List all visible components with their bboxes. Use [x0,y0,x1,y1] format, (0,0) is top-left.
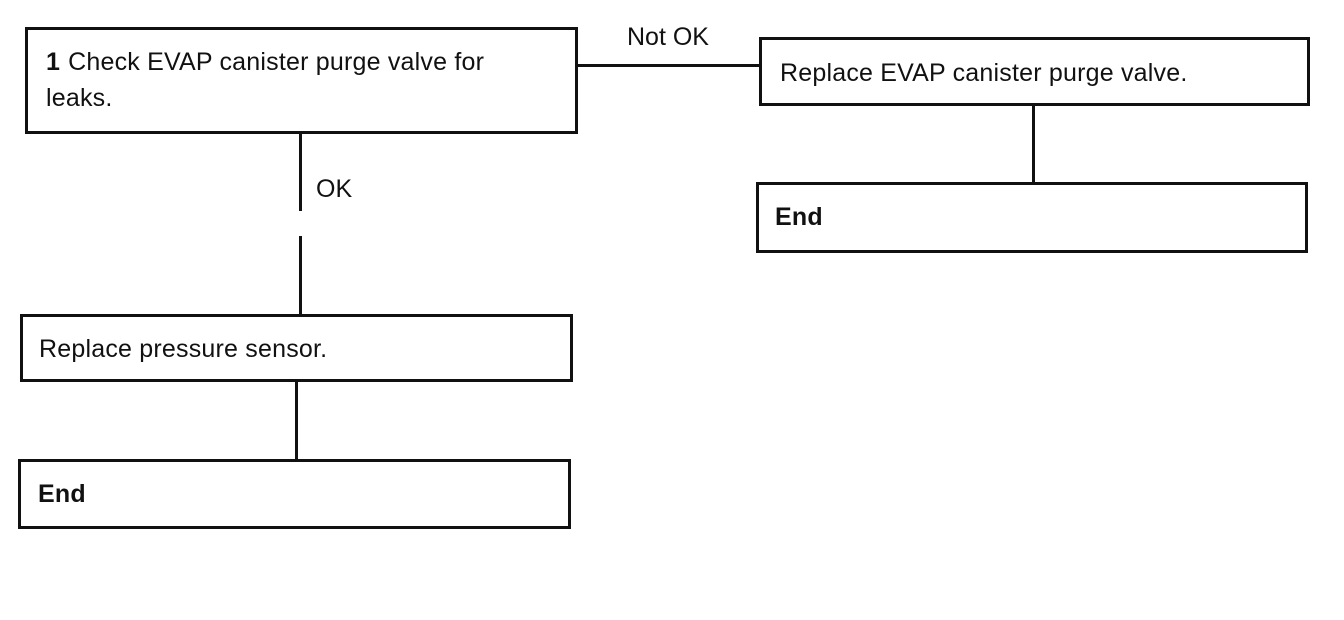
ok-end-text: End [38,480,86,508]
not-ok-end-connector [1032,105,1035,185]
ok-action-box: Replace pressure sensor. [20,314,573,382]
ok-end-box: End [18,459,571,529]
ok-connector-upper [299,133,302,211]
not-ok-action-text: Replace EVAP canister purge valve. [780,59,1188,87]
ok-action-text: Replace pressure sensor. [39,335,328,363]
not-ok-label: Not OK [627,23,709,51]
not-ok-end-box: End [756,182,1308,253]
not-ok-end-text: End [775,203,823,231]
step1-number: 1 [46,48,61,76]
not-ok-action-box: Replace EVAP canister purge valve. [759,37,1310,106]
ok-connector-lower [299,236,302,317]
ok-label: OK [316,175,353,203]
ok-end-connector [295,381,298,462]
step1-description: Check EVAP canister purge valve for leak… [46,48,485,112]
not-ok-connector [577,64,761,67]
